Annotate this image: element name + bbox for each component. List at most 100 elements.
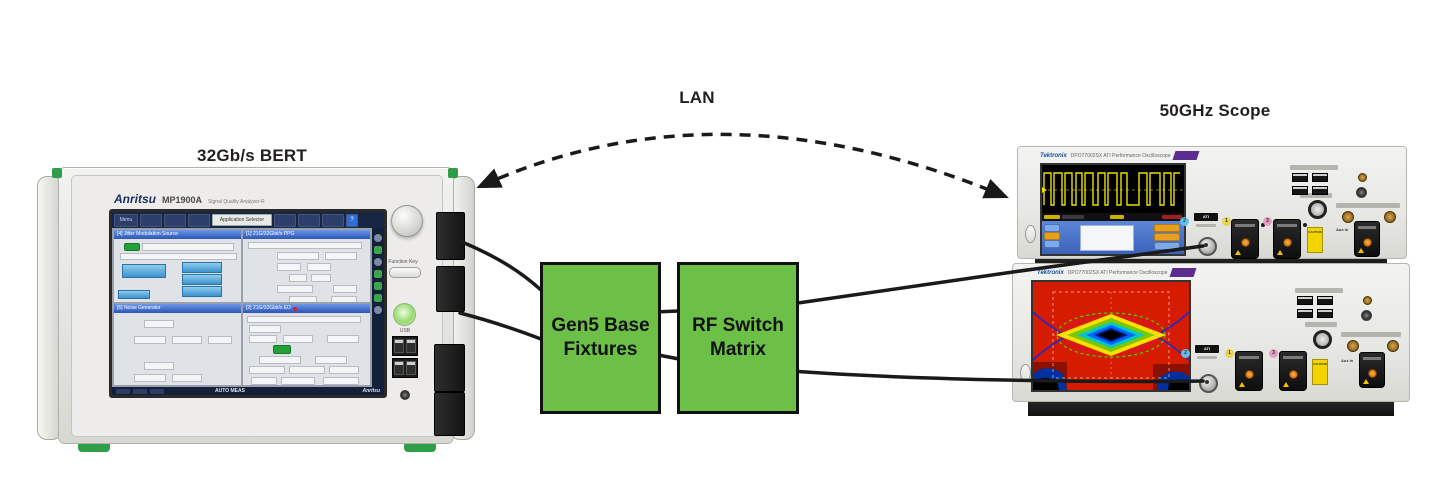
scope-bottom: Tektronix DPO77002SX ATI Performance Osc…: [1012, 263, 1410, 402]
ati-input-label: ATI: [1195, 345, 1219, 353]
positive-connector: [1347, 340, 1359, 352]
ati-input-label: ATI: [1194, 213, 1218, 221]
usb-port: [1312, 186, 1328, 195]
record-indicator: [292, 306, 297, 311]
panel-jitter-modulation-source: [4] Jitter Modulation Source: [114, 230, 241, 303]
field: [142, 243, 234, 251]
bert-touchscreen: Menu Application Selector ? [4] Jitter M…: [109, 209, 387, 398]
probe-module: [1235, 351, 1263, 391]
panel-ppg: [1] 21G/32Gbit/s PPG: [243, 230, 370, 303]
toolbar-button: [164, 213, 186, 227]
side-connector-block: [436, 266, 465, 312]
channel-1-marker: 1: [1222, 217, 1231, 226]
cal-group-label: [1305, 322, 1337, 327]
positive-connector: [1342, 211, 1354, 223]
probe-module: [1273, 219, 1301, 259]
side-button-green: [374, 246, 382, 254]
side-button: [374, 234, 382, 242]
unit-select: [283, 335, 313, 344]
power-button: [393, 303, 416, 326]
amplitude-value-2: [331, 296, 357, 303]
bert-instrument: Anritsu MP1900A Signal Quality Analyzer-…: [58, 167, 454, 444]
usb-group-label: [1290, 165, 1338, 170]
usb-ports-top: [392, 336, 418, 356]
panel-title: [6] Noise Generator: [114, 304, 241, 314]
amplitude-value: [289, 296, 317, 303]
usb-port: [1292, 173, 1308, 182]
dc-probe-cal-connector: [1308, 200, 1327, 219]
side-connector-block: [436, 212, 465, 260]
warning-triangle-icon: [1283, 382, 1289, 387]
menu-tab: [1044, 240, 1060, 248]
panel-title: [1] 21G/32Gbit/s PPG: [243, 230, 370, 239]
aux-in-label: Aux In: [1341, 358, 1354, 363]
scope-model: DPO77002SX ATI Performance Oscilloscope: [1070, 152, 1171, 159]
calculation-select: [259, 356, 301, 365]
readout-chip: [1162, 215, 1182, 219]
ati-caption: [1196, 224, 1216, 227]
side-button: [374, 306, 382, 314]
usb-port: [1297, 309, 1313, 318]
bert-model-subtitle: Signal Quality Analyzer-R: [208, 199, 265, 205]
field: [120, 253, 237, 260]
channel-1-marker: 1: [1225, 349, 1234, 358]
amplitude-field: [134, 336, 166, 345]
bert-front-panel: Anritsu MP1900A Signal Quality Analyzer-…: [71, 175, 443, 437]
timestamp-value: [323, 377, 359, 385]
usb-label: USB: [399, 328, 411, 334]
function-key-button: [389, 267, 421, 278]
setup-diagram: [1080, 225, 1134, 251]
toolbar-button: [274, 213, 296, 227]
usb-port: [394, 339, 404, 353]
screen-anritsu-logo: Anritsu: [362, 388, 381, 394]
mode-select: [289, 366, 325, 375]
channel-2-marker: 2: [1181, 349, 1190, 358]
clock-on-select: [307, 263, 331, 271]
bitrate-clock-block: [182, 286, 222, 297]
screw-hole: [1261, 223, 1265, 227]
lan-dashed-arrow: [476, 132, 1009, 199]
clock-block: [118, 290, 150, 299]
setup-button: [311, 274, 331, 282]
rf-box-line2: Matrix: [710, 339, 766, 360]
diff-group-label: [1336, 203, 1400, 208]
warning-triangle-icon: [1277, 250, 1283, 255]
event-select: [249, 366, 285, 375]
side-connector-block: [434, 344, 465, 392]
channel-2-marker: 2: [1180, 217, 1189, 226]
scope-model: DPO77002SX ATI Performance Oscilloscope: [1067, 269, 1168, 276]
trigger-jack: [1361, 310, 1372, 321]
menu-tab: [1044, 224, 1060, 232]
panel-button: [1154, 233, 1180, 241]
scope-top: Tektronix DPO77002SX ATI Performance Osc…: [1017, 146, 1407, 259]
channel-3-marker: 3: [1263, 217, 1272, 226]
usb-port: [406, 339, 416, 353]
trigger-jack: [1356, 187, 1367, 198]
usb-port: [1317, 296, 1333, 305]
negative-connector: [1387, 340, 1399, 352]
bert-screen-panels: [4] Jitter Modulation Source [1] 21G/32G…: [112, 228, 372, 387]
aux-probe-module: [1359, 352, 1385, 388]
bert-screen-toolbar: Menu Application Selector ?: [112, 212, 384, 228]
eye-diagram-heatmap: [1033, 282, 1189, 390]
gen5-box-line2: Fixtures: [563, 339, 638, 360]
waveform-display: [1042, 165, 1184, 213]
menu-tab-active: [1044, 232, 1060, 240]
menu-button: Menu: [114, 213, 138, 227]
negative-connector: [1384, 211, 1396, 223]
usb-port: [406, 361, 416, 375]
scope-label: 50GHz Scope: [1159, 101, 1271, 120]
tab-row: [248, 242, 362, 249]
scope-usb-ports: [1292, 173, 1328, 195]
aux-probe-module: [1354, 221, 1380, 257]
probe-connector: [1289, 370, 1298, 379]
presets-select: [144, 320, 174, 329]
scope-menu-panel: [1042, 221, 1184, 254]
panel-noise-generator: [6] Noise Generator: [114, 304, 241, 385]
clear-button: [251, 377, 277, 385]
bert-green-nub-left: [52, 168, 62, 178]
probe-connector: [1363, 238, 1372, 247]
aux-in-label: Aux In: [1336, 227, 1349, 232]
offset-value: [333, 285, 357, 293]
toolbar-button: [298, 213, 320, 227]
